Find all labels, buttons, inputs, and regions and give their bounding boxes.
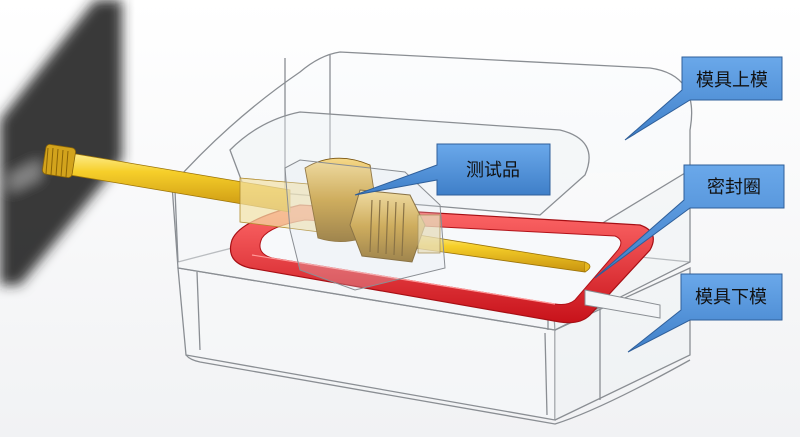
label-upper-mold: 模具上模 [696,70,768,91]
label-test-sample: 测试品 [466,160,520,181]
side-pin [584,289,661,319]
label-seal-ring: 密封圈 [707,177,761,198]
callout-lower-mold: 模具下模 [627,273,783,353]
yellow-rod [42,144,591,273]
callout-test-sample: 测试品 [354,143,551,196]
lower-mold [177,225,691,425]
callout-seal-ring: 密封圈 [594,164,785,279]
dark-shadow-shape [0,0,122,285]
label-lower-mold: 模具下模 [695,287,767,308]
test-sample [239,157,446,291]
threaded-tip [42,144,76,178]
callout-upper-mold: 模具上模 [624,56,783,141]
